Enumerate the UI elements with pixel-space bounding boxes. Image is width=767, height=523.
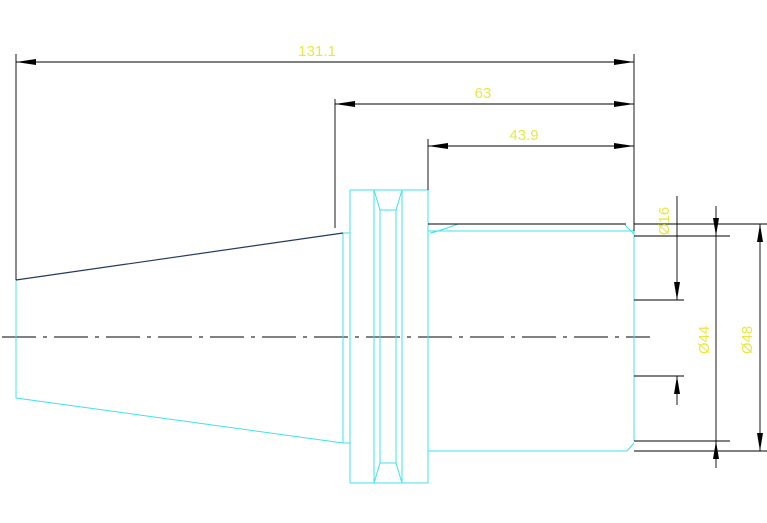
dim-63: [335, 101, 634, 107]
dim-text-43-9: 43.9: [509, 127, 538, 144]
dim-text-dia-48: Ø48: [739, 326, 756, 354]
dim-131-1: [16, 59, 634, 65]
taper-edge: [15, 232, 344, 281]
dim-text-63: 63: [475, 85, 492, 102]
part-outline: [15, 189, 635, 484]
dim-text-dia-16: Ø16: [656, 207, 673, 235]
extension-lines: [15, 54, 767, 452]
dim-text-dia-44: Ø44: [696, 326, 713, 354]
dim-43-9: [428, 143, 634, 149]
dim-dia-48: [757, 224, 763, 451]
dim-text-131-1: 131.1: [298, 43, 336, 60]
dim-dia-16: [674, 196, 680, 405]
dim-dia-44: [713, 206, 719, 468]
